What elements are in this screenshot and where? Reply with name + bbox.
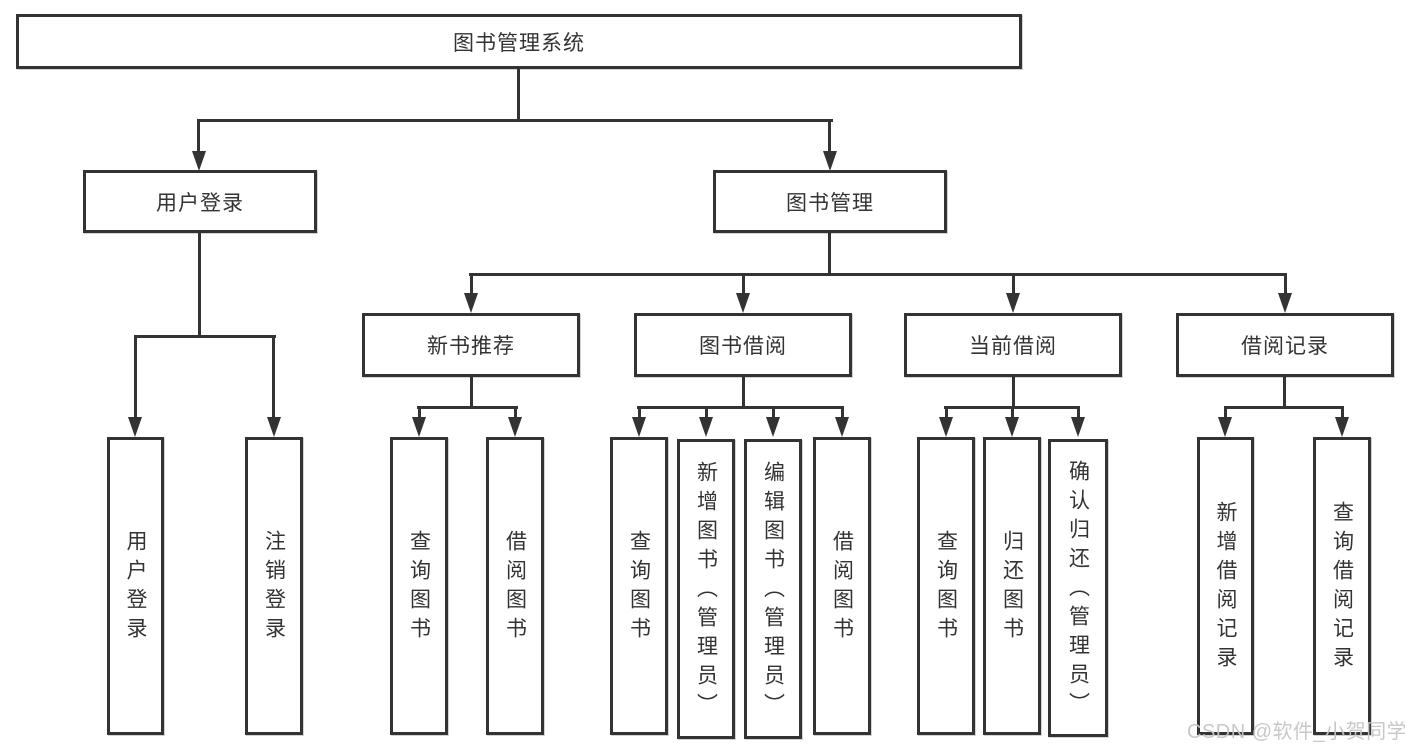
edge-to-book-mgmt	[828, 119, 831, 154]
edge-new-book-rec-stem	[470, 377, 473, 407]
edge-new-book-rec-split	[417, 406, 518, 409]
leaf-cb-query-book: 查询图书	[917, 437, 975, 735]
node-root-system: 图书管理系统	[16, 14, 1022, 69]
leaf-cb-return-book-label: 归还图书	[1000, 530, 1024, 646]
arrow-to-book-borrow-icon	[736, 293, 750, 313]
arrow-to-br-add-icon	[1218, 417, 1232, 437]
edge-to-user-login	[197, 119, 200, 154]
leaf-rec-query-book: 查询图书	[390, 437, 448, 735]
edge-to-bb-add	[705, 406, 708, 418]
leaf-cb-query-book-label: 查询图书	[934, 530, 958, 646]
edge-to-cb-return	[1011, 406, 1014, 418]
leaf-cb-confirm-return-admin-label: 确认归还（管理员）	[1066, 459, 1090, 721]
edge-to-current-borrow	[1012, 273, 1015, 295]
edge-to-cb-query	[945, 406, 948, 418]
arrow-to-leaf-login-icon	[128, 417, 142, 437]
edge-to-leaf-logout	[272, 335, 275, 419]
leaf-br-query-record: 查询借阅记录	[1313, 437, 1371, 735]
edge-to-book-borrow	[742, 273, 745, 295]
edge-borrow-records-split	[1224, 406, 1344, 409]
arrow-to-cb-query-icon	[939, 417, 953, 437]
leaf-br-add-record: 新增借阅记录	[1197, 437, 1254, 735]
edge-root-split	[197, 119, 833, 122]
arrow-to-book-mgmt-icon	[823, 151, 837, 171]
leaf-bb-add-book-admin-label: 新增图书（管理员）	[694, 460, 718, 722]
leaf-logout: 注销登录	[245, 437, 303, 735]
edge-book-mgmt-stem	[828, 233, 831, 274]
csdn-watermark: CSDN @软件_小贺同学	[1187, 721, 1405, 743]
node-current-borrow-label: 当前借阅	[969, 335, 1057, 358]
leaf-br-query-record-label: 查询借阅记录	[1330, 501, 1354, 675]
edge-book-mgmt-split	[469, 273, 1287, 276]
arrow-to-user-login-icon	[192, 151, 206, 171]
edge-book-borrow-stem	[742, 377, 745, 407]
arrow-to-cb-return-icon	[1005, 417, 1019, 437]
node-borrow-records-label: 借阅记录	[1241, 335, 1329, 358]
leaf-bb-query-book-label: 查询图书	[627, 530, 651, 646]
leaf-bb-borrow-book: 借阅图书	[813, 437, 871, 735]
edge-to-rec-borrow	[514, 406, 517, 418]
edge-to-cb-confirm	[1077, 406, 1080, 418]
edge-to-bb-borrow	[841, 406, 844, 418]
edge-to-leaf-login	[134, 335, 137, 419]
edge-to-borrow-records	[1284, 273, 1287, 295]
node-new-book-rec-label: 新书推荐	[427, 335, 515, 358]
leaf-bb-edit-book-admin-label: 编辑图书（管理员）	[761, 460, 785, 722]
edge-to-br-query	[1341, 406, 1344, 418]
arrow-to-current-borrow-icon	[1006, 293, 1020, 313]
arrow-to-bb-edit-icon	[766, 417, 780, 437]
arrow-to-rec-borrow-icon	[508, 417, 522, 437]
node-user-login-label: 用户登录	[156, 191, 244, 215]
leaf-bb-borrow-book-label: 借阅图书	[830, 530, 854, 646]
leaf-rec-borrow-book: 借阅图书	[486, 437, 544, 735]
node-user-login: 用户登录	[83, 170, 317, 233]
edge-to-bb-edit	[772, 406, 775, 418]
leaf-cb-confirm-return-admin: 确认归还（管理员）	[1048, 439, 1108, 737]
arrow-to-new-book-rec-icon	[464, 293, 478, 313]
edge-book-borrow-split	[637, 406, 844, 409]
leaf-bb-add-book-admin: 新增图书（管理员）	[677, 439, 735, 739]
leaf-bb-edit-book-admin: 编辑图书（管理员）	[744, 439, 802, 739]
edge-user-login-stem	[198, 233, 201, 336]
leaf-bb-query-book: 查询图书	[610, 437, 668, 735]
leaf-rec-borrow-book-label: 借阅图书	[503, 530, 527, 646]
arrow-to-rec-query-icon	[412, 417, 426, 437]
edge-borrow-records-stem	[1283, 377, 1286, 407]
edge-user-login-split	[134, 335, 276, 338]
leaf-user-login: 用户登录	[107, 437, 164, 735]
node-book-mgmt: 图书管理	[713, 170, 947, 233]
arrow-to-borrow-records-icon	[1278, 293, 1292, 313]
leaf-rec-query-book-label: 查询图书	[407, 530, 431, 646]
leaf-br-add-record-label: 新增借阅记录	[1214, 501, 1237, 675]
edge-to-bb-query	[638, 406, 641, 418]
node-book-borrow-label: 图书借阅	[699, 335, 787, 358]
arrow-to-bb-query-icon	[632, 417, 646, 437]
arrow-to-cb-confirm-icon	[1071, 417, 1085, 437]
node-book-mgmt-label: 图书管理	[786, 191, 874, 215]
edge-to-rec-query	[418, 406, 421, 418]
leaf-cb-return-book: 归还图书	[983, 437, 1041, 735]
node-book-borrow: 图书借阅	[634, 313, 852, 377]
arrow-to-br-query-icon	[1335, 417, 1349, 437]
edge-to-br-add	[1224, 406, 1227, 418]
edge-to-new-book-rec	[470, 273, 473, 295]
arrow-to-leaf-logout-icon	[267, 417, 281, 437]
node-borrow-records: 借阅记录	[1176, 313, 1394, 377]
edge-root-stem	[517, 69, 520, 119]
leaf-user-login-label: 用户登录	[124, 530, 147, 646]
edge-current-borrow-stem	[1012, 377, 1015, 407]
arrow-to-bb-borrow-icon	[835, 417, 849, 437]
node-new-book-rec: 新书推荐	[362, 313, 580, 377]
node-root-label: 图书管理系统	[453, 31, 585, 55]
arrow-to-bb-add-icon	[699, 417, 713, 437]
node-current-borrow: 当前借阅	[904, 313, 1122, 377]
leaf-logout-label: 注销登录	[262, 530, 286, 646]
